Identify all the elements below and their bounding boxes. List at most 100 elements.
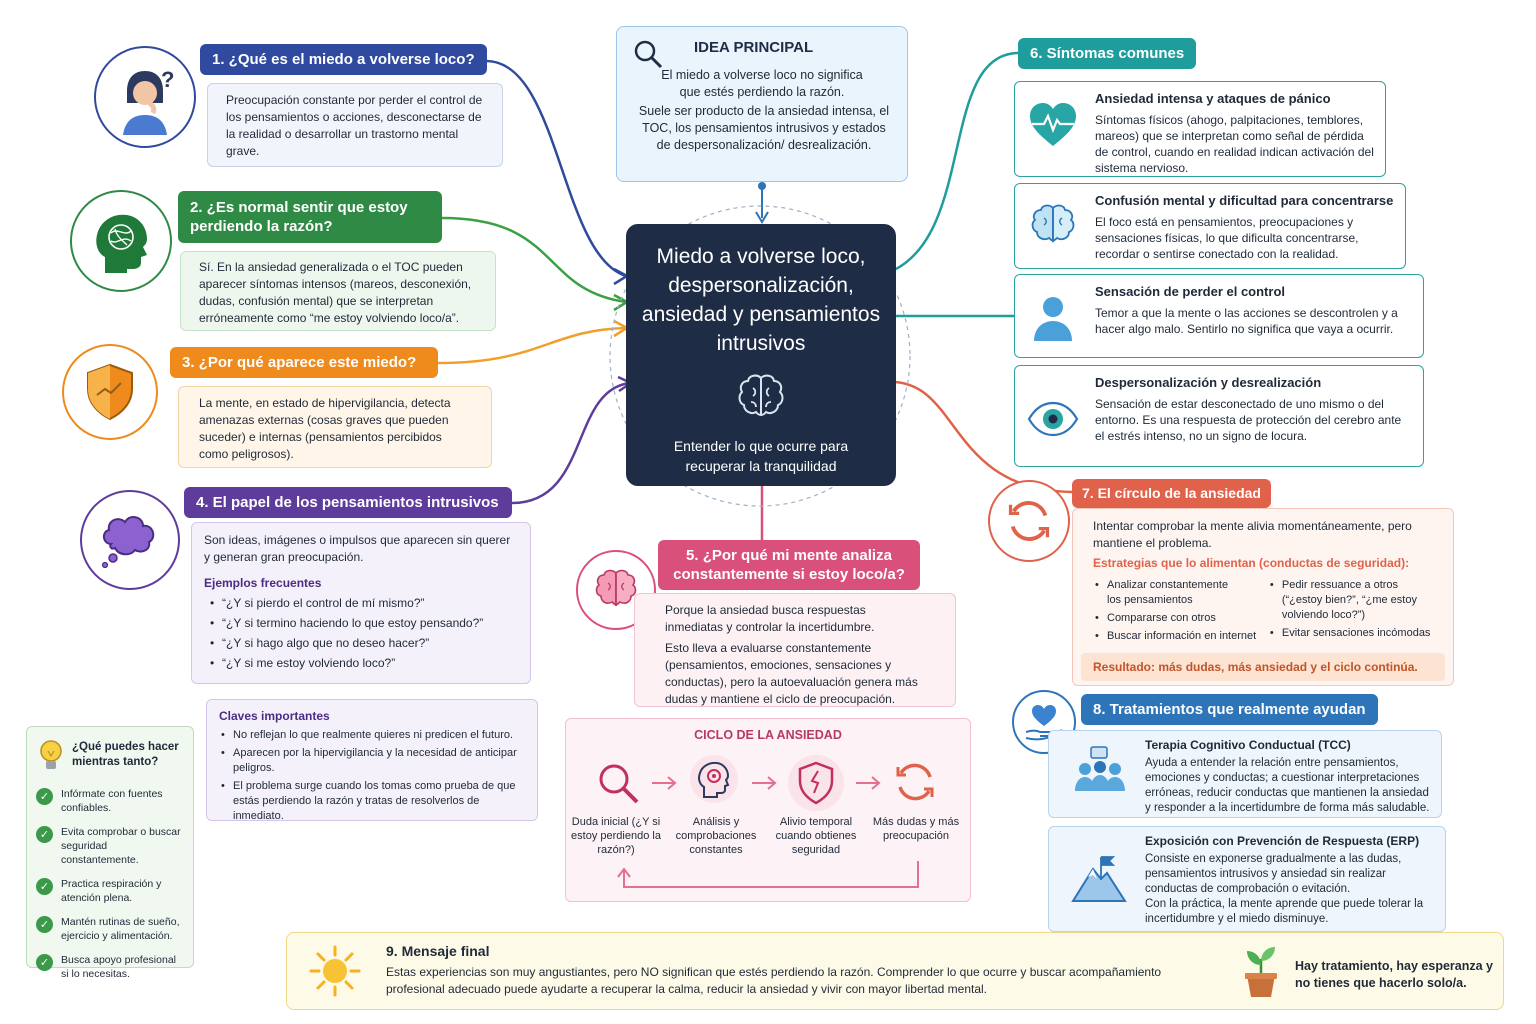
tips-title: ¿Qué puedes hacer mientras tanto?: [72, 741, 179, 768]
tip-item: Busca apoyo profesional si lo necesitas.: [61, 954, 176, 980]
final-message-text: Estas experiencias son muy angustiantes,…: [386, 965, 1162, 996]
wire-idea-dot: [758, 182, 766, 190]
section-5-text-2: Esto lleva a evaluarse constantemente (p…: [665, 641, 918, 706]
symptom-title: Sensación de perder el control: [1095, 284, 1285, 299]
section-1-text: Preocupación constante por perder el con…: [207, 83, 503, 167]
center-card: Miedo a volverse loco, despersonalizació…: [626, 224, 896, 486]
idea-title: IDEA PRINCIPAL: [694, 39, 814, 56]
wire-s6: [893, 51, 1019, 272]
check-icon: ✓: [36, 826, 53, 843]
section-4-example: “¿Y si hago algo que no deseo hacer?”: [208, 635, 518, 652]
strategy-item: Pedir ressuance a otros (“¿estoy bien?”,…: [1268, 578, 1433, 623]
section-3-text: La mente, en estado de hipervigilancia, …: [178, 386, 492, 468]
treatment-tcc-title: Terapia Cognitivo Conductual (TCC): [1145, 738, 1351, 752]
section-7-title: 7. El círculo de la ansiedad: [1072, 479, 1271, 508]
plant-icon: [1241, 945, 1281, 1006]
cycle-title: CICLO DE LA ANSIEDAD: [694, 728, 842, 742]
magnifier-icon: [631, 37, 665, 76]
cycle-arrows: [617, 776, 919, 888]
treatment-erp-text-1: Consiste en exponerse gradualmente a las…: [1145, 853, 1402, 895]
wire-s3: [437, 326, 627, 365]
section-7-strategies-title: Estrategias que lo alimentan (conductas …: [1093, 556, 1410, 570]
symptom-text: Temor a que la mente o las acciones se d…: [1095, 306, 1398, 336]
final-message-title: 9. Mensaje final: [386, 943, 490, 959]
section-4-intro: Son ideas, imágenes o impulsos que apare…: [204, 533, 511, 564]
section-5-title: 5. ¿Por qué mi mente analiza constanteme…: [658, 540, 920, 590]
worried-person-icon: ?: [94, 46, 196, 148]
section-4-keys-title: Claves importantes: [219, 709, 330, 723]
tip-item: Infórmate con fuentes confiables.: [61, 788, 163, 814]
refresh-icon: [892, 759, 938, 810]
check-icon: ✓: [36, 788, 53, 805]
section-4-card: Son ideas, imágenes o impulsos que apare…: [191, 522, 531, 684]
section-7-result: Resultado: más dudas, más ansiedad y el …: [1081, 653, 1445, 681]
final-message-card: 9. Mensaje final Estas experiencias son …: [286, 932, 1504, 1010]
symptom-text: El foco está en pensamientos, preocupaci…: [1095, 215, 1359, 261]
symptom-title: Ansiedad intensa y ataques de pánico: [1095, 91, 1331, 106]
section-8-title: 8. Tratamientos que realmente ayudan: [1081, 694, 1378, 725]
section-5-text-1: Porque la ansiedad busca respuestas inme…: [665, 603, 875, 634]
mountain-flag-icon: [1071, 853, 1127, 908]
sun-icon: [307, 943, 363, 1004]
shield-icon: [62, 344, 158, 440]
section-4-examples-title: Ejemplos frecuentes: [204, 576, 322, 590]
tip-item: Evita comprobar o buscar seguridad const…: [61, 826, 181, 866]
center-title: Miedo a volverse loco, despersonalizació…: [641, 245, 881, 355]
magnifier-icon: [594, 759, 644, 814]
wire-s4: [511, 381, 631, 505]
section-4-key: No reflejan lo que realmente quieres ni …: [219, 728, 525, 743]
tip-item: Mantén rutinas de sueño, ejercicio y ali…: [61, 916, 180, 942]
section-4-key: Aparecen por la hipervigilancia y la nec…: [219, 746, 525, 776]
tips-card: ¿Qué puedes hacer mientras tanto? ✓ Infór…: [26, 726, 194, 980]
section-4-keys-card: Claves importantes No reflejan lo que re…: [206, 699, 538, 822]
head-gears-icon: [690, 755, 738, 803]
treatment-tcc-text: Ayuda a entender la relación entre pensa…: [1145, 757, 1430, 814]
wire-s2: [441, 216, 627, 304]
center-subtitle: Entender lo que ocurre para recuperar la…: [673, 438, 849, 474]
broken-shield-icon: [788, 755, 844, 811]
wire-idea-arrow: [755, 211, 769, 224]
treatment-erp-text-2: Con la práctica, la mente aprende que pu…: [1145, 898, 1424, 925]
heart-pulse-icon: [1025, 97, 1081, 153]
check-icon: ✓: [36, 916, 53, 933]
idea-text-1: El miedo a volverse loco no significa qu…: [661, 68, 863, 99]
section-7-card: Intentar comprobar la mente alivia momen…: [1072, 508, 1454, 686]
section-1-title: 1. ¿Qué es el miedo a volverse loco?: [200, 44, 487, 75]
people-chat-icon: [1073, 745, 1127, 798]
tip-item: Practica respiración y atención plena.: [61, 878, 162, 904]
strategy-item: Analizar constantemente los pensamientos: [1093, 578, 1233, 608]
cycle-step-label: Análisis y comprobaciones constantes: [675, 816, 757, 856]
symptom-card: Confusión mental y dificultad para conce…: [1014, 183, 1406, 269]
section-4-example: “¿Y si me estoy volviendo loco?”: [208, 655, 518, 672]
treatment-card-tcc: Terapia Cognitivo Conductual (TCC) Ayuda…: [1048, 730, 1442, 818]
idea-card: IDEA PRINCIPAL El miedo a volverse loco …: [616, 26, 908, 182]
cycle-step-label: Duda inicial (¿Y si estoy perdiendo la r…: [571, 816, 661, 856]
svg-text:?: ?: [161, 67, 174, 92]
symptom-text: Síntomas físicos (ahogo, palpitaciones, …: [1095, 113, 1374, 175]
symptom-text: Sensación de estar desconectado de uno m…: [1095, 397, 1402, 443]
treatment-card-erp: Exposición con Prevención de Respuesta (…: [1048, 826, 1446, 932]
thought-cloud-icon: [80, 490, 180, 590]
section-2-text: Sí. En la ansiedad generalizada o el TOC…: [180, 251, 496, 331]
cycle-card: CICLO DE LA ANSIEDAD Duda inicial (¿Y si…: [565, 718, 971, 902]
strategy-item: Compararse con otros: [1093, 611, 1268, 626]
symptom-title: Confusión mental y dificultad para conce…: [1095, 193, 1394, 208]
section-5-card: Porque la ansiedad busca respuestas inme…: [634, 593, 956, 707]
section-6-title: 6. Síntomas comunes: [1018, 38, 1197, 69]
treatment-erp-title: Exposición con Prevención de Respuesta (…: [1145, 834, 1420, 848]
section-2-title: 2. ¿Es normal sentir que estoy perdiendo…: [178, 191, 442, 243]
section-4-example: “¿Y si pierdo el control de mí mismo?”: [208, 595, 518, 612]
cycle-step-label: Más dudas y más preocupación: [872, 816, 960, 842]
center-halo: [609, 205, 911, 507]
brain-icon: [1025, 199, 1081, 255]
final-hope-text: Hay tratamiento, hay esperanza y no tien…: [1295, 959, 1493, 990]
tangled-head-icon: [70, 190, 172, 292]
section-4-example: “¿Y si termino haciendo lo que estoy pen…: [208, 615, 518, 632]
check-icon: ✓: [36, 954, 53, 971]
strategy-item: Buscar información en internet: [1093, 629, 1268, 644]
section-4-title: 4. El papel de los pensamientos intrusiv…: [184, 487, 512, 518]
